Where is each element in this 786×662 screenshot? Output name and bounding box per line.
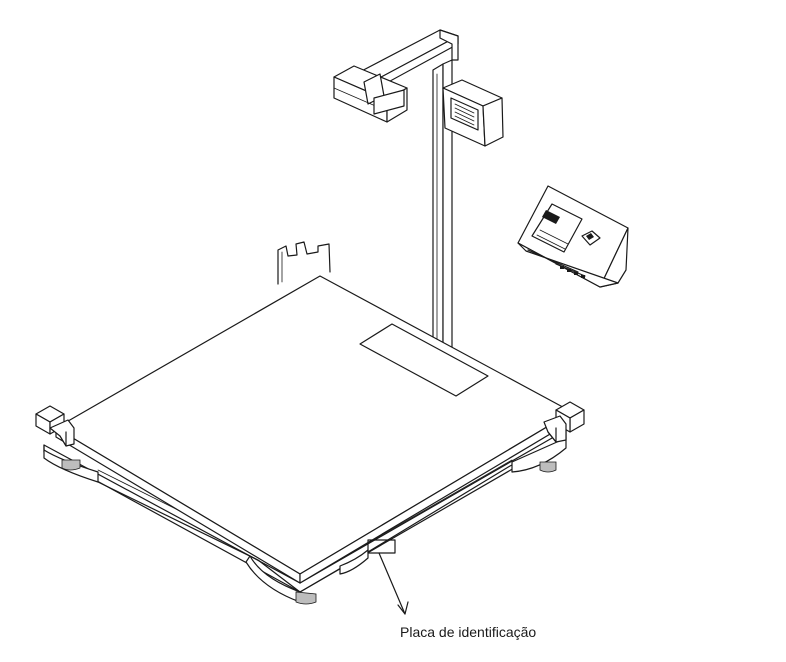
corner-bracket-right [543,401,585,443]
platform-deck [55,275,573,584]
id-plate-callout [367,539,409,615]
stand-rear-bracket [277,241,331,285]
id-plate-label: Placa de identificação [400,624,537,640]
platform-frame [43,429,567,603]
callout-arrowhead [397,601,409,615]
indicator-keypad [527,249,586,278]
remote-display-box [333,65,408,123]
platform-feet [61,459,557,605]
column-display-box [442,79,504,147]
stand-column [432,59,453,359]
weighing-indicator [517,185,629,288]
corner-bracket-left [35,405,75,447]
id-plate-marker [367,539,396,554]
